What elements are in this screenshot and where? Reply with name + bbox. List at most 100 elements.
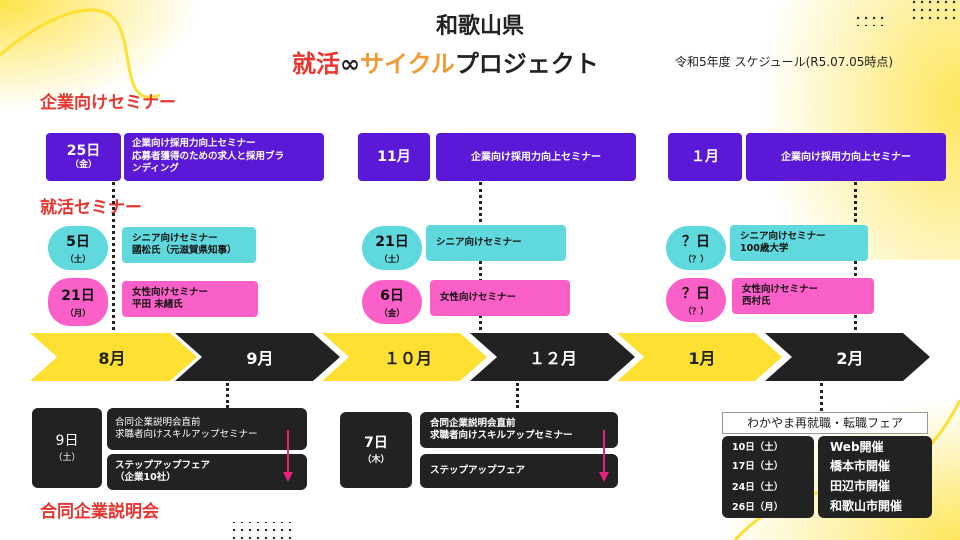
fair-seminar-line1: 合同企業説明会直前 xyxy=(115,416,201,428)
fair-seminar-line1: 合同企業説明会直前 xyxy=(430,417,516,429)
fair-date-2: 17日（土） xyxy=(732,461,784,472)
seminar-day: ？日 xyxy=(682,286,710,302)
connector-fair-feb xyxy=(820,383,823,411)
fair-skill-seminar-sep: 合同企業説明会直前 求職者向けスキルアップセミナー xyxy=(107,408,307,450)
women-seminar-jan: 女性向けセミナー 西村氏 xyxy=(732,278,874,314)
fair-skill-seminar-dec: 合同企業説明会直前 求職者向けスキルアップセミナー xyxy=(420,412,618,448)
project-title-part3: プロジェクト xyxy=(454,50,599,78)
fair-stepup-dec: ステップアップフェア xyxy=(420,454,618,488)
dot-pattern-bottom xyxy=(228,522,292,540)
timeline-month-feb: 2月 xyxy=(836,349,864,368)
fair-seminar-line2: 求職者向けスキルアップセミナー xyxy=(115,429,258,440)
connector-fair-sep xyxy=(226,383,229,408)
wakayama-fair-dates-box xyxy=(722,436,814,518)
timeline-month-aug: 8月 xyxy=(98,349,126,368)
company-seminar-line1: 企業向け採用力向上セミナー xyxy=(132,138,256,150)
company-seminar-month-nov: 11月 xyxy=(358,133,430,181)
seminar-title: 女性向けセミナー xyxy=(132,286,209,298)
wakayama-fair-title: わかやま再就職・転職フェア xyxy=(722,412,928,434)
women-seminar-date-aug: 21日 （月） xyxy=(48,278,108,326)
seminar-title: 女性向けセミナー xyxy=(742,283,819,295)
timeline-month-oct: １０月 xyxy=(383,349,432,368)
company-seminar-aug: 企業向け採用力向上セミナー 応募者獲得のための求人と採用ブラ ンディング xyxy=(124,133,324,181)
fair-venue-2: 橋本市開催 xyxy=(830,459,891,473)
fair-seminar-line2: 求職者向けスキルアップセミナー xyxy=(430,430,573,441)
yellow-curve-top xyxy=(0,8,161,99)
timeline-month-sep: 9月 xyxy=(246,349,274,368)
fair-venue-3: 田辺市開催 xyxy=(830,479,891,493)
timeline-arrow-oct xyxy=(322,333,487,381)
timeline-arrow-jan xyxy=(617,333,782,381)
fair-date-dec: 7日 （木） xyxy=(340,412,412,488)
fair-venue-4: 和歌山市開催 xyxy=(830,499,903,513)
fair-date-4: 26日（月） xyxy=(732,502,784,513)
yellow-glow-right xyxy=(760,0,960,260)
timeline-arrow-feb xyxy=(765,333,930,381)
timeline-month-dec: １２月 xyxy=(528,349,577,368)
company-seminar-line3: ンディング xyxy=(132,163,179,175)
seminar-speaker: 平田 未緒氏 xyxy=(132,299,183,310)
fair-date-sep: 9日 （土） xyxy=(32,408,102,488)
fair-day: 9日 xyxy=(55,432,79,449)
fair-venue-1: Web開催 xyxy=(830,440,884,454)
senior-seminar-aug: シニア向けセミナー 國松氏（元滋賀県知事） xyxy=(122,227,256,263)
connector-aug xyxy=(112,182,115,337)
seminar-speaker: 國松氏（元滋賀県知事） xyxy=(132,245,237,256)
seminar-weekday: （土） xyxy=(379,255,405,265)
company-seminar-day: 25日 xyxy=(66,143,101,160)
section-joint-fair: 合同企業説明会 xyxy=(40,502,159,522)
project-title: 就活∞サイクルプロジェクト xyxy=(292,44,599,79)
senior-seminar-date-oct: 21日 （土） xyxy=(362,226,422,270)
timeline-arrow-aug xyxy=(30,333,197,381)
company-seminar-weekday: （金） xyxy=(69,160,97,171)
senior-seminar-date-jan: ？日 （？） xyxy=(666,226,726,270)
seminar-weekday: （？） xyxy=(683,307,709,317)
seminar-day: 6日 xyxy=(380,288,404,304)
seminar-day: 5日 xyxy=(66,234,90,250)
seminar-speaker: 100歳大学 xyxy=(740,243,789,254)
timeline-month-jan: 1月 xyxy=(688,349,716,368)
fair-stepup-sep: ステップアップフェア （企業10社） xyxy=(107,454,307,490)
seminar-day: ？日 xyxy=(682,234,710,250)
seminar-weekday: （？） xyxy=(683,255,709,265)
company-seminar-month-jan: １月 xyxy=(668,133,742,181)
company-seminar-jan: 企業向け採用力向上セミナー xyxy=(746,133,946,181)
schedule-subtitle: 令和5年度 スケジュール(R5.07.05時点) xyxy=(675,55,894,69)
women-seminar-oct: 女性向けセミナー xyxy=(430,280,570,316)
wakayama-fair-venues-box xyxy=(818,436,932,518)
pink-arrow-icon xyxy=(599,430,609,482)
fair-day: 7日 xyxy=(364,434,388,451)
senior-seminar-date-aug: 5日 （土） xyxy=(48,226,108,270)
prefecture-title: 和歌山県 xyxy=(435,14,524,39)
fair-weekday: （土） xyxy=(53,452,81,463)
women-seminar-aug: 女性向けセミナー 平田 未緒氏 xyxy=(122,281,258,317)
seminar-title: シニア向けセミナー xyxy=(132,232,218,244)
pink-arrow-icon xyxy=(283,430,293,482)
company-seminar-line2: 応募者獲得のための求人と採用ブラ xyxy=(132,150,285,162)
women-seminar-date-jan: ？日 （？） xyxy=(666,278,726,322)
fair-stepup-title: ステップアップフェア xyxy=(115,459,211,471)
fair-stepup-companies: （企業10社） xyxy=(115,472,176,483)
section-company-seminar: 企業向けセミナー xyxy=(40,93,176,113)
connector-fair-dec xyxy=(516,383,519,408)
senior-seminar-oct: シニア向けセミナー xyxy=(426,225,566,261)
timeline-arrow-sep xyxy=(175,333,340,381)
fair-weekday: （木） xyxy=(362,454,390,465)
dot-pattern-top-right xyxy=(908,0,960,20)
seminar-weekday: （金） xyxy=(379,309,405,319)
project-title-part2: サイクル xyxy=(360,50,455,78)
fair-date-3: 24日（土） xyxy=(732,482,784,493)
timeline-arrow-dec xyxy=(470,333,635,381)
seminar-day: 21日 xyxy=(375,234,409,250)
women-seminar-date-oct: 6日 （金） xyxy=(362,280,422,324)
senior-seminar-jan: シニア向けセミナー 100歳大学 xyxy=(730,225,868,261)
timeline-arrows xyxy=(30,333,930,381)
seminar-title: シニア向けセミナー xyxy=(740,230,826,242)
seminar-day: 21日 xyxy=(61,288,95,304)
seminar-weekday: （月） xyxy=(65,309,91,319)
seminar-speaker: 西村氏 xyxy=(742,296,771,307)
section-jobhunt-seminar: 就活セミナー xyxy=(40,198,142,218)
yellow-glow-top-left xyxy=(0,0,200,110)
fair-date-1: 10日（土） xyxy=(732,442,784,453)
company-seminar-nov: 企業向け採用力向上セミナー xyxy=(436,133,636,181)
